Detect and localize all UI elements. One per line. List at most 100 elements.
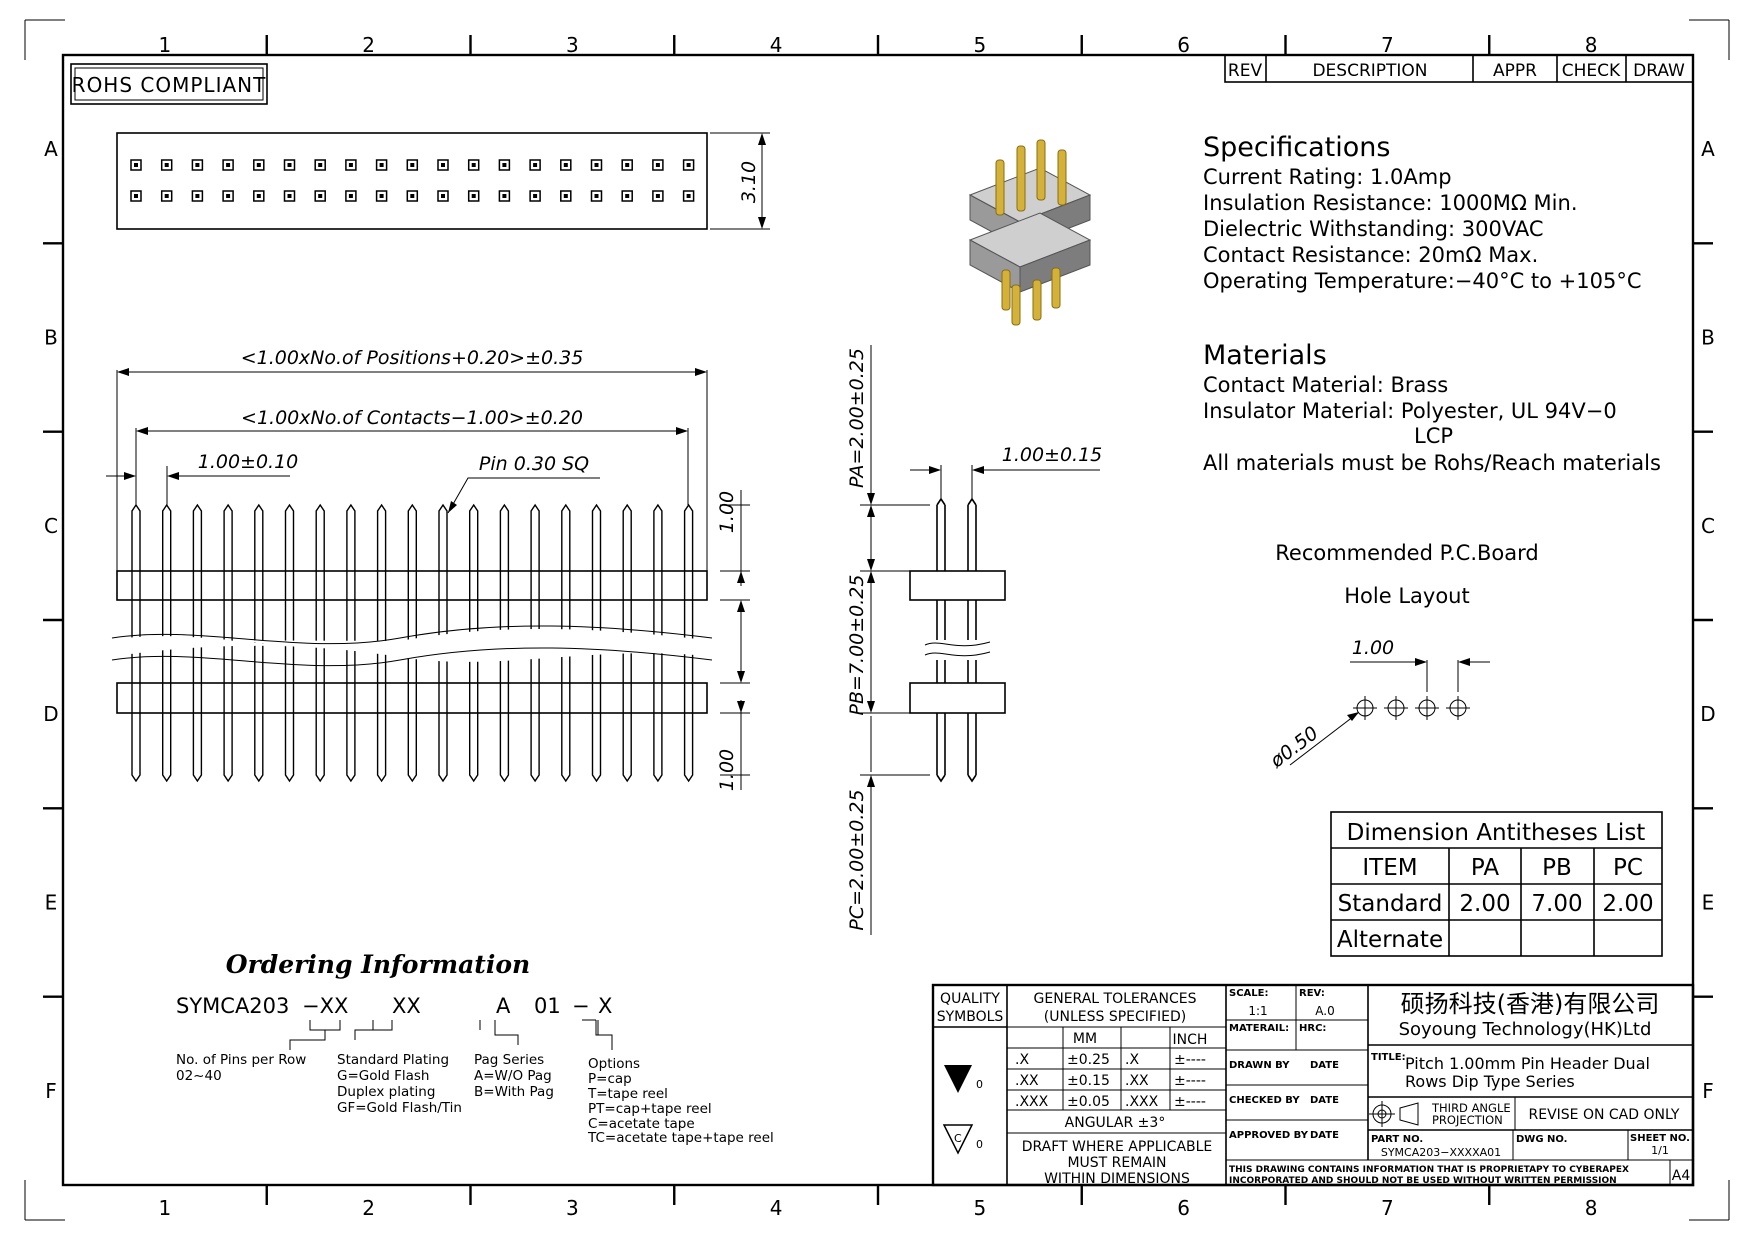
top-pin-core: [410, 163, 415, 167]
checked-by-label: CHECKED BY: [1229, 1095, 1300, 1106]
tolerance-label-2: (UNLESS SPECIFIED): [1044, 1009, 1186, 1025]
trim-marks: [24, 19, 1730, 1221]
dim-table-header-pc: PC: [1613, 855, 1643, 881]
zone-col-label: 1: [159, 1196, 172, 1220]
mm-header: MM: [1073, 1031, 1097, 1047]
top-pin-square: [652, 159, 664, 171]
check-header: CHECK: [1562, 61, 1621, 81]
spec-line-3: Dielectric Withstanding: 300VAC: [1203, 217, 1544, 241]
top-pin-square: [529, 159, 541, 171]
dim-table-cell: Alternate: [1337, 927, 1443, 953]
top-pin-core: [379, 163, 384, 167]
top-pin-core: [348, 194, 353, 198]
top-pin-core: [686, 194, 691, 198]
top-pin-core: [441, 163, 445, 167]
top-pin-core: [226, 163, 231, 167]
top-pin-core: [195, 163, 200, 167]
order-code-pins: −XX: [302, 994, 348, 1018]
top-pin-square: [498, 159, 511, 171]
confidential-note-2: INCORPORATED AND SHOULD NOT BE USED WITH…: [1229, 1176, 1617, 1186]
side-pitch-dim: 1.00±0.15: [1002, 444, 1103, 466]
spec-title: Specifications: [1203, 132, 1390, 163]
top-pin-core: [318, 163, 323, 167]
top-pin-core: [318, 194, 323, 198]
front-top-dim: 1.00: [716, 491, 738, 533]
zone-col-label: 1: [159, 33, 172, 57]
top-pin-square: [345, 159, 357, 171]
spec-line-2: Insulation Resistance: 1000MΩ Min.: [1203, 191, 1578, 215]
rev-header: REV: [1228, 61, 1263, 81]
rohs-badge: ROHS COMPLIANT: [70, 63, 268, 105]
tolerance-label-1: GENERAL TOLERANCES: [1034, 991, 1197, 1007]
zone-row-label: E: [45, 891, 58, 915]
dim-table-cell: 7.00: [1531, 891, 1582, 917]
zone-row-label: B: [44, 326, 58, 350]
top-pin-core: [441, 194, 445, 198]
top-pin-square: [130, 190, 142, 202]
top-pin-core: [134, 163, 138, 167]
zone-col-label: 8: [1585, 1196, 1598, 1220]
top-pin-square: [283, 159, 296, 171]
top-pin-square: [406, 190, 419, 202]
order-field-options-3: T=tape reel: [587, 1086, 668, 1102]
top-pin-square: [437, 159, 449, 171]
rohs-text: ROHS COMPLIANT: [72, 73, 267, 97]
top-pin-core: [502, 194, 507, 198]
top-pin-square: [560, 159, 572, 171]
order-field-options-2: P=cap: [588, 1071, 632, 1087]
quality-label-1: QUALITY: [940, 991, 1000, 1007]
description-header: DESCRIPTION: [1312, 61, 1427, 81]
pc-dim: PC=2.00±0.25: [846, 789, 868, 930]
top-pin-core: [226, 194, 231, 198]
confidential-note-1: THIS DRAWING CONTAINS INFORMATION THAT I…: [1229, 1165, 1629, 1175]
scale-value: 1:1: [1248, 1004, 1267, 1018]
pcb-pitch-dim: 1.00: [1352, 637, 1394, 659]
top-pin-square: [191, 190, 204, 202]
zone-col-label: 4: [770, 33, 783, 57]
top-pin-core: [256, 194, 261, 198]
pb-dim: PB=7.00±0.25: [846, 575, 868, 716]
top-pin-core: [625, 163, 630, 167]
top-pin-core: [563, 194, 568, 198]
top-pin-square: [222, 159, 234, 171]
material-label: MATERAIL:: [1229, 1023, 1289, 1034]
materials-line-3: LCP: [1414, 424, 1453, 448]
approved-by-label: APPROVED BY: [1229, 1130, 1309, 1141]
order-code-base: SYMCA203: [176, 994, 289, 1018]
drawn-date-label: DATE: [1310, 1060, 1339, 1071]
top-pin-square: [621, 190, 633, 202]
zone-row-label: C: [1701, 514, 1715, 538]
sheet-no-label: SHEET NO.: [1630, 1133, 1690, 1144]
zone-row-label: B: [1701, 326, 1715, 350]
zone-col-label: 3: [566, 1196, 579, 1220]
top-pin-core: [563, 163, 568, 167]
top-pin-core: [533, 163, 538, 167]
sheet-size: A4: [1672, 1168, 1691, 1184]
company-name-en: Soyoung Technology(HK)Ltd: [1399, 1019, 1652, 1040]
drawing-title-1: Pitch 1.00mm Pin Header Dual: [1405, 1054, 1650, 1073]
ordering-information: Ordering Information SYMCA203 −XX XX A 0…: [176, 950, 774, 1146]
pcb-title-2: Hole Layout: [1344, 584, 1469, 608]
zone-col-label: 7: [1381, 1196, 1394, 1220]
materials-line-4: All materials must be Rohs/Reach materia…: [1203, 451, 1661, 475]
order-field-pins-1: No. of Pins per Row: [176, 1052, 306, 1068]
top-pin-square: [621, 159, 633, 171]
zone-row-label: F: [1702, 1079, 1714, 1103]
title-label: TITLE:: [1371, 1052, 1406, 1063]
approved-date-label: DATE: [1310, 1130, 1339, 1141]
dim-table-header-pb: PB: [1542, 855, 1572, 881]
order-field-plating-3: Duplex plating: [337, 1084, 435, 1100]
top-pin-core: [655, 194, 660, 198]
order-code-series: 01: [534, 994, 561, 1018]
part-no-value: SYMCA203−XXXXA01: [1381, 1146, 1501, 1159]
zone-col-label: 3: [566, 33, 579, 57]
top-pin-square: [652, 190, 664, 202]
quality-symbol-outline-icon: [942, 1124, 974, 1155]
top-pin-square: [437, 190, 449, 202]
top-pin-core: [379, 194, 384, 198]
front-view: <1.00xNo.of Positions+0.20>±0.35 <1.00xN…: [106, 347, 750, 791]
quality-symbol-value-2: 0: [976, 1138, 983, 1151]
tol-cell: .XXX: [1015, 1094, 1049, 1110]
dimension-table: Dimension Antitheses List ITEM PA PB PC …: [1330, 811, 1663, 957]
zone-col-label: 2: [362, 33, 375, 57]
